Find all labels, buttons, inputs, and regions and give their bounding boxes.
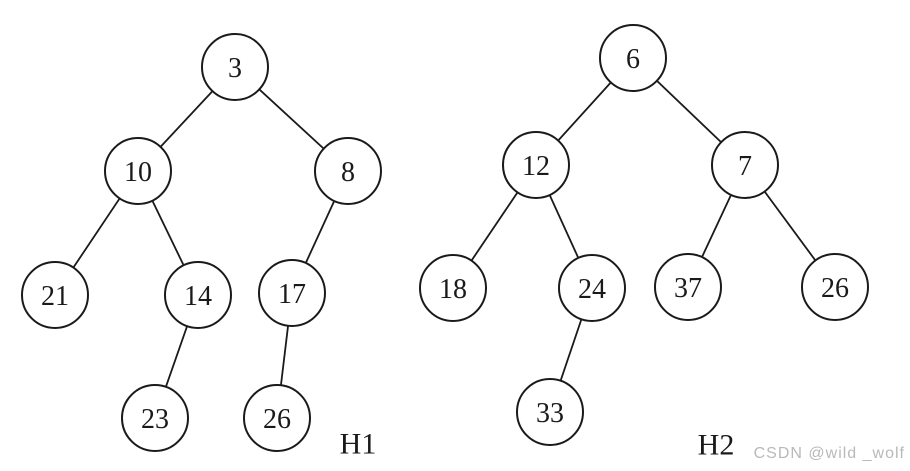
node-value: 17 (278, 279, 306, 310)
tree-node-h1-8: 8 (314, 137, 382, 205)
tree-node-h2-33: 33 (516, 378, 584, 446)
node-value: 37 (674, 273, 702, 304)
tree-node-h2-24: 24 (558, 254, 626, 322)
csdn-watermark: CSDN @wild _wolf (753, 445, 905, 462)
tree-node-h2-26: 26 (801, 253, 869, 321)
node-value: 8 (341, 157, 355, 188)
node-circle (243, 384, 311, 452)
node-circle (558, 254, 626, 322)
node-value: 33 (536, 398, 564, 429)
node-circle (21, 261, 89, 329)
tree-node-h1-10: 10 (104, 137, 172, 205)
node-circle (419, 254, 487, 322)
tree-node-h1-26: 26 (243, 384, 311, 452)
node-circle (654, 253, 722, 321)
tree-node-h1-17: 17 (258, 259, 326, 327)
node-circle (516, 378, 584, 446)
tree-node-h2-7: 7 (711, 131, 779, 199)
node-circle (314, 137, 382, 205)
node-value: 10 (124, 157, 152, 188)
tree-node-h2-12: 12 (502, 131, 570, 199)
node-value: 26 (821, 273, 849, 304)
tree-node-h2-18: 18 (419, 254, 487, 322)
node-value: 21 (41, 281, 69, 312)
tree-node-h1-3: 3 (201, 33, 269, 101)
node-value: 6 (626, 44, 640, 75)
node-value: 26 (263, 404, 291, 435)
node-circle (502, 131, 570, 199)
tree-node-h1-21: 21 (21, 261, 89, 329)
tree-node-h1-14: 14 (164, 261, 232, 329)
node-value: 14 (184, 281, 212, 312)
tree-node-h1-23: 23 (121, 384, 189, 452)
tree-node-h2-37: 37 (654, 253, 722, 321)
node-circle (164, 261, 232, 329)
node-circle (599, 24, 667, 92)
node-circle (258, 259, 326, 327)
tree-node-h2-6: 6 (599, 24, 667, 92)
tree-label-h1: H1 (340, 428, 377, 461)
node-circle (201, 33, 269, 101)
node-value: 23 (141, 404, 169, 435)
node-value: 24 (578, 274, 606, 305)
node-value: 3 (228, 53, 242, 84)
node-value: 18 (439, 274, 467, 305)
node-value: 12 (522, 151, 550, 182)
node-circle (104, 137, 172, 205)
node-circle (711, 131, 779, 199)
node-circle (121, 384, 189, 452)
node-value: 7 (738, 151, 752, 182)
tree-label-h2: H2 (698, 429, 735, 462)
node-circle (801, 253, 869, 321)
